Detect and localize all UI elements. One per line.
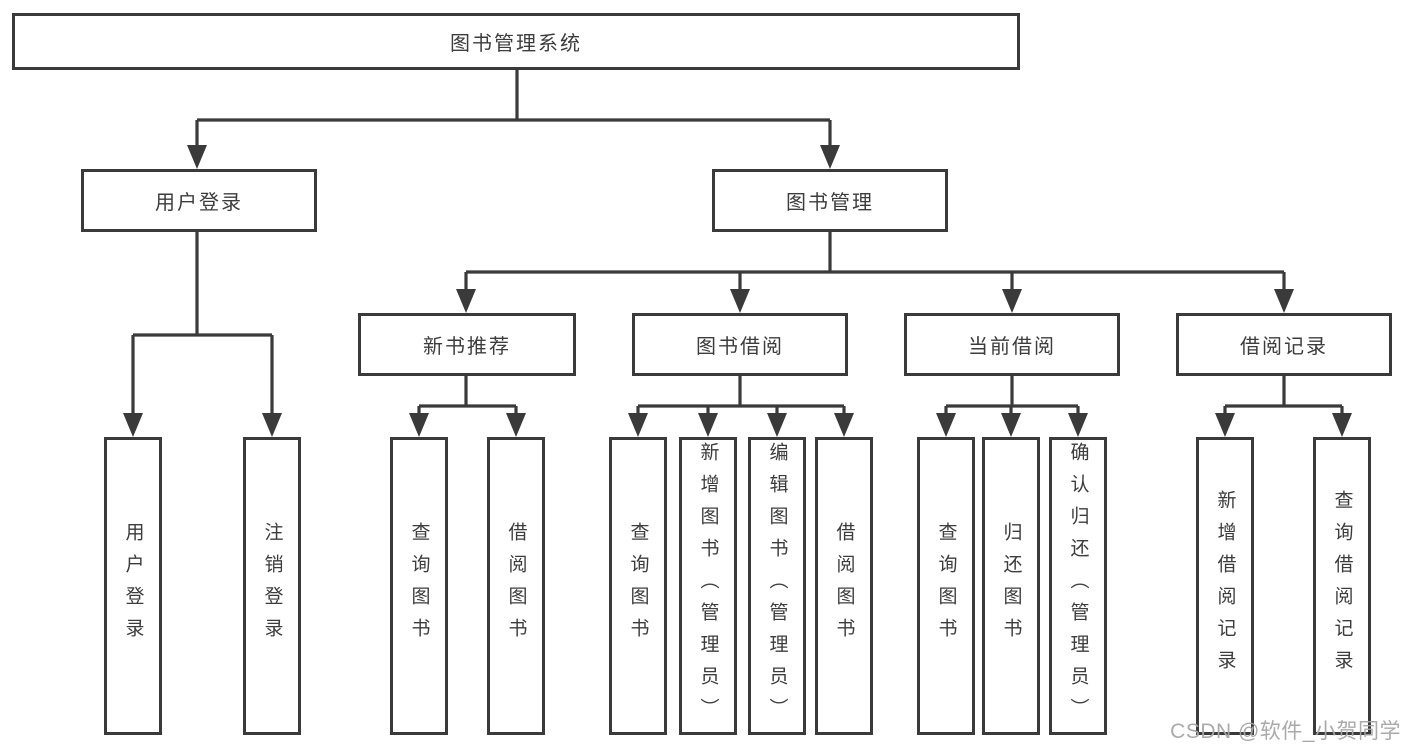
node-label: 查询借阅记录 <box>1331 490 1353 682</box>
node-label: 借阅图书 <box>833 522 855 650</box>
node-label: 新书推荐 <box>423 336 511 358</box>
node-label: 用户登录 <box>155 192 243 214</box>
node-label: 查询图书 <box>627 522 649 650</box>
node-label: 注销登录 <box>261 522 283 650</box>
node-label: 借阅图书 <box>505 522 527 650</box>
node-label: 当前借阅 <box>968 336 1056 358</box>
node-leaf-user-login: 用户登录 <box>104 437 162 735</box>
node-root-system: 图书管理系统 <box>12 13 1020 70</box>
node-leaf-add-books-admin: 新增图书（管理员） <box>679 437 737 735</box>
node-leaf-borrow-books-2: 借阅图书 <box>815 437 873 735</box>
node-book-borrowing: 图书借阅 <box>632 313 848 376</box>
node-label: 图书借阅 <box>696 336 784 358</box>
node-leaf-query-books-2: 查询图书 <box>609 437 667 735</box>
node-leaf-borrow-books-1: 借阅图书 <box>487 437 545 735</box>
node-new-book-recommend: 新书推荐 <box>358 313 576 376</box>
node-label: 查询图书 <box>935 522 957 650</box>
node-label: 确认归还（管理员） <box>1067 442 1089 730</box>
node-leaf-query-books-3: 查询图书 <box>917 437 975 735</box>
watermark: CSDN @软件_小贺同学 <box>1170 720 1401 743</box>
node-leaf-edit-books-admin: 编辑图书（管理员） <box>748 437 806 735</box>
arrowheads <box>123 145 1352 437</box>
node-label: 新增图书（管理员） <box>697 442 719 730</box>
node-borrow-records: 借阅记录 <box>1176 313 1392 376</box>
node-book-management-module: 图书管理 <box>712 169 948 232</box>
node-leaf-logout: 注销登录 <box>243 437 301 735</box>
node-leaf-query-books-1: 查询图书 <box>390 437 448 735</box>
node-leaf-add-borrow-record: 新增借阅记录 <box>1196 437 1254 735</box>
node-label: 归还图书 <box>1000 522 1022 650</box>
node-leaf-confirm-return-admin: 确认归还（管理员） <box>1049 437 1107 735</box>
node-label: 新增借阅记录 <box>1214 490 1236 682</box>
node-label: 编辑图书（管理员） <box>766 442 788 730</box>
node-label: 借阅记录 <box>1240 336 1328 358</box>
node-leaf-query-borrow-record: 查询借阅记录 <box>1313 437 1371 735</box>
arrow-shafts <box>131 120 1344 429</box>
node-user-login-module: 用户登录 <box>81 169 317 232</box>
node-label: 查询图书 <box>408 522 430 650</box>
tree-branch-lines <box>133 70 1342 408</box>
node-label: 图书管理 <box>786 192 874 214</box>
node-label: 图书管理系统 <box>450 33 582 55</box>
node-current-borrowing: 当前借阅 <box>904 313 1120 376</box>
node-label: 用户登录 <box>122 522 144 650</box>
node-leaf-return-books: 归还图书 <box>982 437 1040 735</box>
